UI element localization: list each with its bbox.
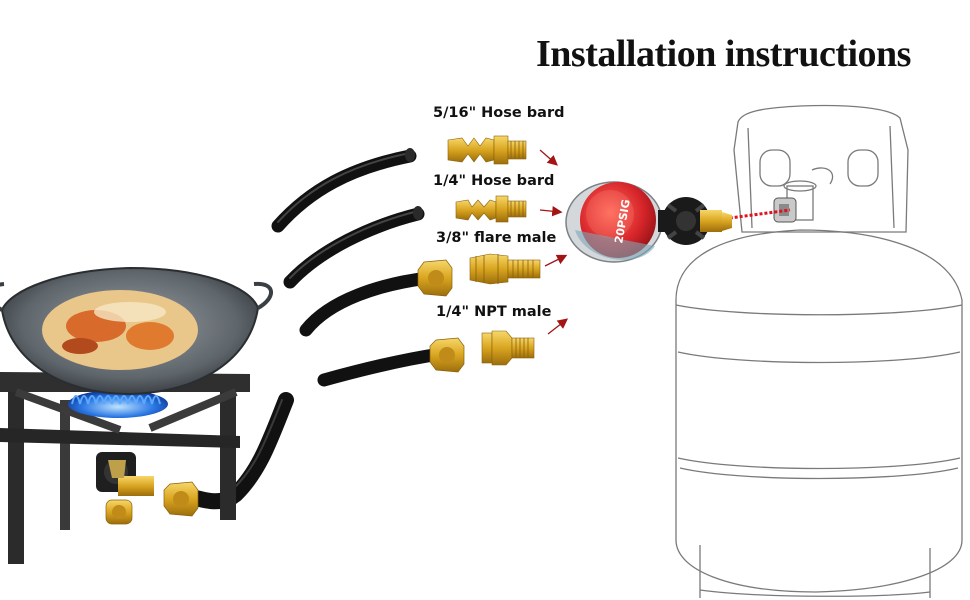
arrow-icon <box>539 206 563 217</box>
propane-tank <box>675 104 963 598</box>
hose-1 <box>271 149 417 233</box>
fitting-label-1-4-npt-male: 1/4" NPT male <box>436 304 552 320</box>
regulator: 20PSIG <box>565 181 732 263</box>
fitting-3-8-flare-male <box>469 253 541 285</box>
wok <box>0 266 273 396</box>
arrow-icon <box>547 318 569 335</box>
arrow-icon <box>544 254 568 267</box>
burner-flame <box>68 390 168 418</box>
hose-4 <box>317 347 447 387</box>
burner-flare-nut <box>163 481 199 517</box>
arrows <box>539 149 569 335</box>
flare-nut-4 <box>429 337 465 373</box>
hose-3 <box>299 271 435 337</box>
pol-handwheel-icon <box>662 197 710 245</box>
fitting-1-4-npt-male <box>481 330 535 366</box>
fitting-label-3-8-flare-male: 3/8" flare male <box>436 230 557 246</box>
fitting-label-1-4-hose-barb: 1/4" Hose bard <box>433 173 555 189</box>
hose-burner <box>188 392 294 510</box>
hose-2 <box>283 207 425 289</box>
fitting-label-5-16-hose-barb: 5/16" Hose bard <box>433 105 565 121</box>
fitting-5-16-hose-barb <box>447 135 527 165</box>
flare-nut-3 <box>417 259 453 297</box>
fitting-1-4-hose-barb <box>455 195 527 223</box>
burner-valve <box>105 460 154 525</box>
page-title: Installation instructions <box>536 33 911 75</box>
hoses <box>188 149 447 510</box>
arrow-icon <box>539 149 558 166</box>
